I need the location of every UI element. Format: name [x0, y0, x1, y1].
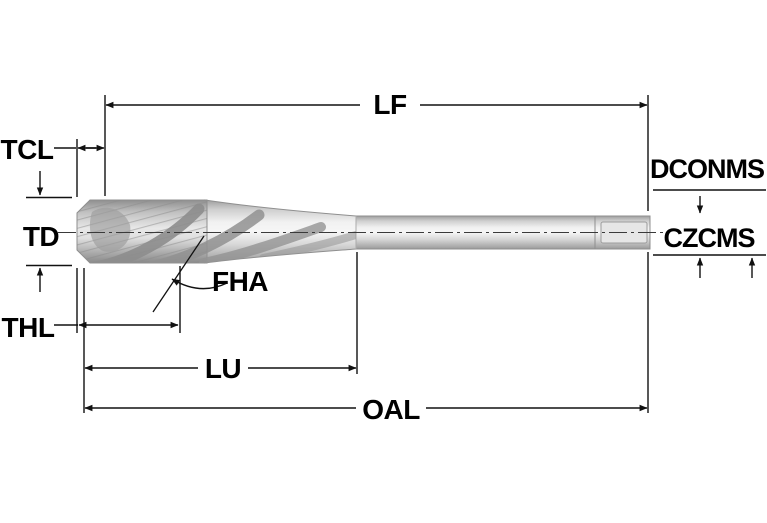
dim-fha: [152, 235, 228, 313]
label-tcl: TCL: [1, 134, 54, 165]
label-lf: LF: [373, 89, 407, 120]
label-td: TD: [23, 221, 60, 252]
dim-thl: [54, 266, 181, 333]
dim-dconms-czcms: [653, 189, 766, 278]
label-lu: LU: [205, 353, 241, 384]
label-czcms: CZCMS: [664, 223, 755, 253]
tip-flute-face: [89, 207, 131, 252]
dim-lf: [104, 95, 649, 211]
dim-oal: [84, 252, 649, 413]
dim-td: [26, 171, 72, 292]
dim-lu: [83, 252, 358, 413]
label-thl: THL: [2, 312, 55, 343]
label-oal: OAL: [362, 394, 420, 425]
dimension-lines: [26, 95, 766, 413]
dim-tcl: [54, 139, 105, 197]
label-dconms: DCONMS: [650, 154, 764, 184]
dimension-labels: LF TCL TD THL FHA LU OAL DCONMS CZCMS: [1, 89, 765, 425]
label-fha: FHA: [212, 266, 268, 297]
tap-body: [58, 199, 664, 264]
